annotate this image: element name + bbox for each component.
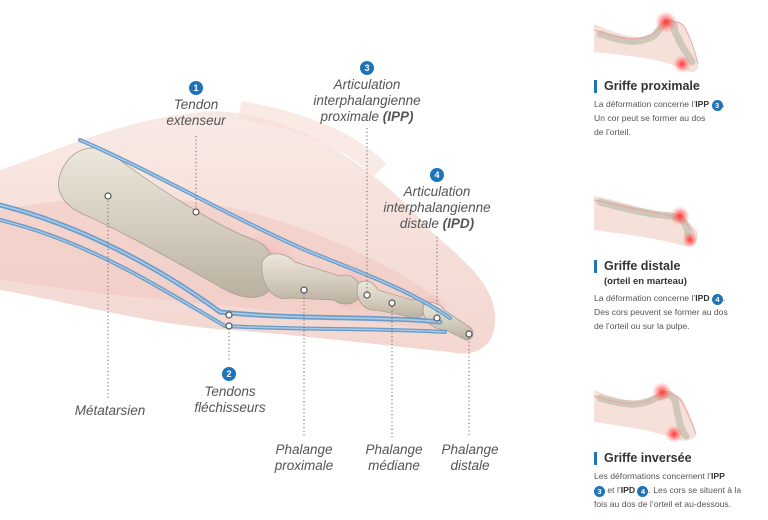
label-articulation-ipd: Articulation interphalangienne distale (… xyxy=(383,184,491,231)
panel-griffe-inversee: Griffe inversée Les déformations concern… xyxy=(594,452,764,511)
label-phalange-mediane: Phalange médiane xyxy=(365,442,423,473)
badge-2: 2 xyxy=(222,367,236,381)
label-articulation-ipp: Articulation interphalangienne proximale… xyxy=(313,77,421,124)
panel-text: La déformation concerne l’IPP 3. Un cor … xyxy=(594,99,725,137)
panel-griffe-distale: Griffe distale (orteil en marteau) La dé… xyxy=(594,260,764,333)
panel-title: Griffe distale xyxy=(594,260,764,273)
tendons xyxy=(0,138,452,334)
griffe-proximale-illustration xyxy=(594,11,699,73)
griffe-distale-illustration xyxy=(594,196,698,248)
label-phalange-proximale: Phalange proximale xyxy=(274,442,334,473)
label-metatarsien: Métatarsien xyxy=(74,403,146,418)
griffe-inversee-illustration xyxy=(594,382,697,443)
panel-text: Les déformations concernent l’IPP 3 et l… xyxy=(594,471,742,509)
panel-text: La déformation concerne l’IPD 4. Des cor… xyxy=(594,293,728,331)
panel-title: Griffe inversée xyxy=(594,452,764,465)
leader-lines xyxy=(107,128,470,437)
panel-subtitle: (orteil en marteau) xyxy=(604,276,687,287)
panel-griffe-proximale: Griffe proximale La déformation concerne… xyxy=(594,80,764,139)
label-tendon-extenseur: Tendon extenseur xyxy=(166,97,226,128)
badge-1: 1 xyxy=(189,81,203,95)
badge-4: 4 xyxy=(430,168,444,182)
label-phalange-distale: Phalange distale xyxy=(441,442,499,473)
leader-dots xyxy=(104,192,473,338)
label-tendons-flechisseurs: Tendons fléchisseurs xyxy=(194,384,266,415)
panel-title: Griffe proximale xyxy=(594,80,764,93)
badge-3: 3 xyxy=(360,61,374,75)
